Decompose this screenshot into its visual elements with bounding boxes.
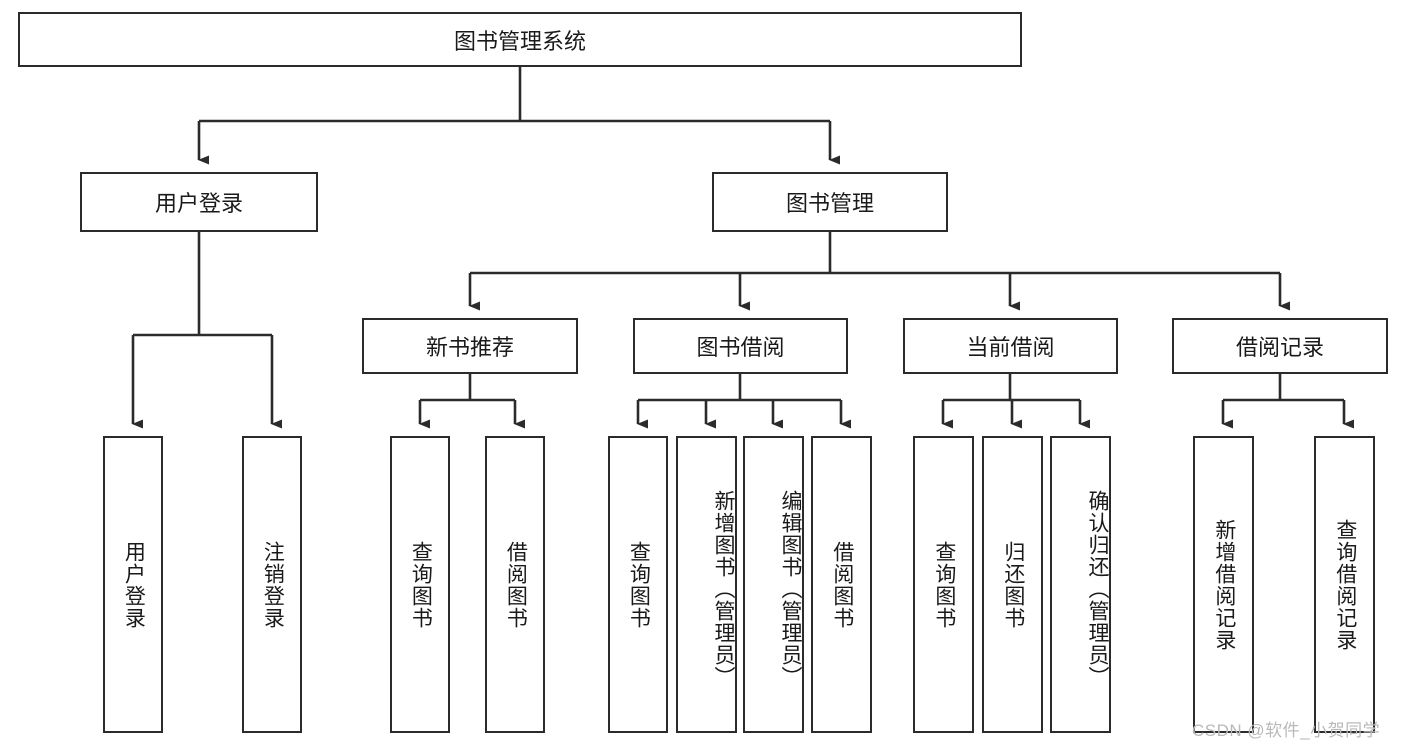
leaf-borrow-book-label: 借阅图书 bbox=[830, 540, 854, 629]
node-borrow-record-label: 借阅记录 bbox=[1235, 335, 1324, 360]
node-new-book-recommend-label: 新书推荐 bbox=[425, 335, 514, 360]
leaf-query-borrow-record-label: 查询借阅记录 bbox=[1333, 518, 1357, 651]
leaf-query-borrow-record[interactable]: 查询借阅记录 bbox=[1314, 436, 1375, 733]
leaf-logout-login-label: 注销登录 bbox=[261, 540, 285, 629]
node-new-book-recommend[interactable]: 新书推荐 bbox=[362, 318, 578, 374]
leaf-query-book-borrow-label: 查询图书 bbox=[627, 540, 651, 629]
node-root-system[interactable]: 图书管理系统 bbox=[18, 12, 1022, 67]
leaf-query-book-current-label: 查询图书 bbox=[932, 540, 956, 629]
node-user-login[interactable]: 用户登录 bbox=[80, 172, 318, 232]
node-book-management-label: 图书管理 bbox=[785, 191, 874, 216]
leaf-borrow-book-recommend-label: 借阅图书 bbox=[504, 540, 528, 629]
leaf-borrow-book-recommend[interactable]: 借阅图书 bbox=[485, 436, 545, 733]
leaf-return-book[interactable]: 归还图书 bbox=[982, 436, 1043, 733]
leaf-user-login[interactable]: 用户登录 bbox=[103, 436, 163, 733]
leaf-user-login-label: 用户登录 bbox=[122, 540, 146, 629]
leaf-confirm-return-admin[interactable]: 确认归还（管理员） bbox=[1050, 436, 1111, 733]
node-root-label: 图书管理系统 bbox=[453, 28, 586, 54]
leaf-add-borrow-record[interactable]: 新增借阅记录 bbox=[1193, 436, 1254, 733]
node-current-borrow-label: 当前借阅 bbox=[966, 335, 1055, 360]
leaf-add-borrow-record-label: 新增借阅记录 bbox=[1212, 518, 1236, 651]
node-borrow-record[interactable]: 借阅记录 bbox=[1172, 318, 1388, 374]
leaf-edit-book-admin-label: 编辑图书（管理员） bbox=[779, 489, 802, 688]
leaf-add-book-admin-label: 新增图书（管理员） bbox=[712, 489, 735, 688]
node-current-borrow[interactable]: 当前借阅 bbox=[903, 318, 1118, 374]
leaf-query-book-current[interactable]: 查询图书 bbox=[913, 436, 974, 733]
node-book-management[interactable]: 图书管理 bbox=[712, 172, 948, 232]
node-book-borrow-label: 图书借阅 bbox=[696, 335, 785, 360]
node-user-login-label: 用户登录 bbox=[154, 191, 243, 216]
csdn-watermark: CSDN @软件_小贺同学 bbox=[1192, 721, 1381, 740]
leaf-query-book-recommend[interactable]: 查询图书 bbox=[390, 436, 450, 733]
leaf-add-book-admin[interactable]: 新增图书（管理员） bbox=[676, 436, 737, 733]
leaf-query-book-borrow[interactable]: 查询图书 bbox=[608, 436, 668, 733]
leaf-query-book-recommend-label: 查询图书 bbox=[409, 540, 433, 629]
node-book-borrow[interactable]: 图书借阅 bbox=[633, 318, 848, 374]
leaf-edit-book-admin[interactable]: 编辑图书（管理员） bbox=[743, 436, 804, 733]
leaf-borrow-book[interactable]: 借阅图书 bbox=[811, 436, 872, 733]
leaf-confirm-return-admin-label: 确认归还（管理员） bbox=[1086, 489, 1109, 688]
leaf-logout-login[interactable]: 注销登录 bbox=[242, 436, 302, 733]
leaf-return-book-label: 归还图书 bbox=[1001, 540, 1025, 629]
